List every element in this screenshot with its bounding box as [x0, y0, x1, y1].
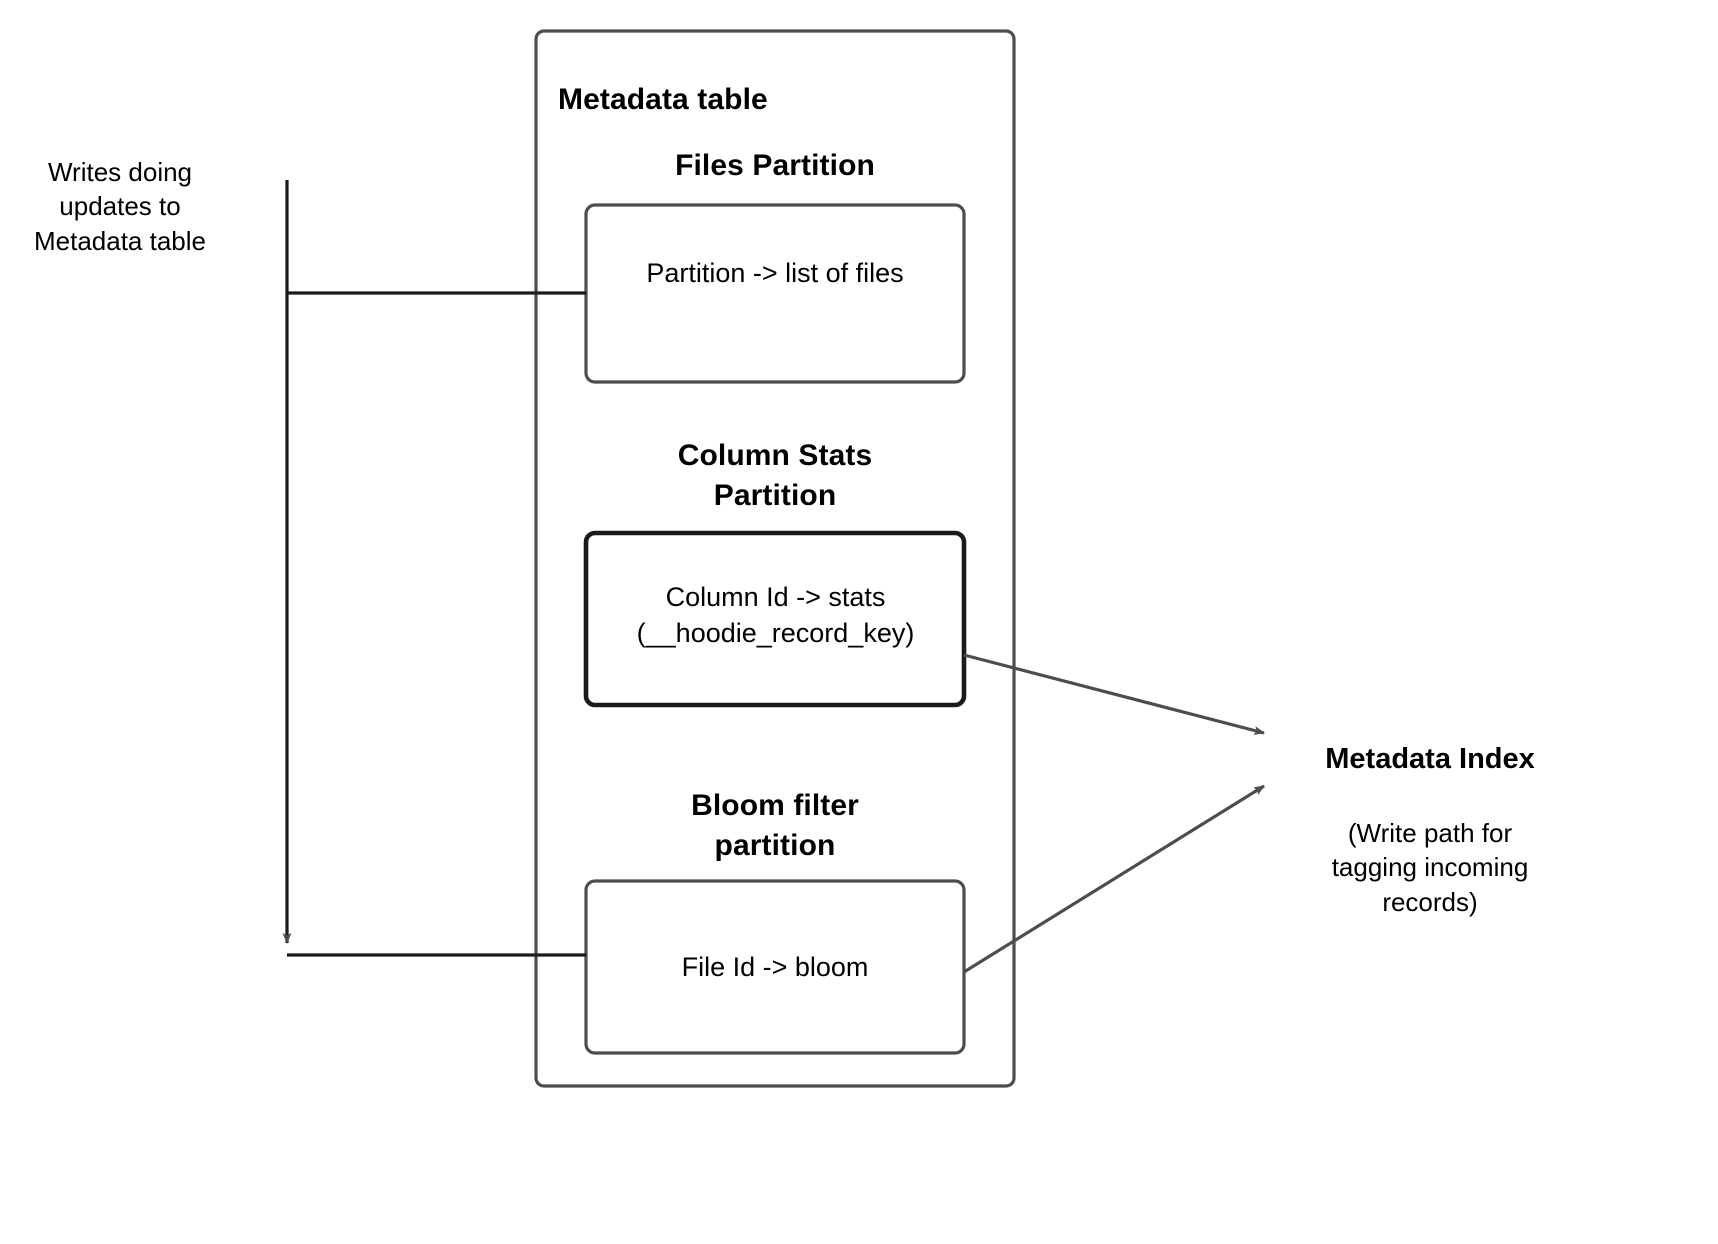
- files-partition-heading: Files Partition: [675, 149, 875, 182]
- writes-annotation-label: Writes doing updates to Metadata table: [33, 157, 206, 256]
- files-partition-box: [584, 203, 966, 384]
- column-stats-partition-body-text: Column Id -> stats (__hoodie_record_key): [636, 582, 915, 648]
- metadata-index-note: (Write path for tagging incoming records…: [1331, 818, 1529, 917]
- column-stats-to-metadata-index-arrow: [963, 653, 1265, 735]
- bloom-filter-partition-body-text: File Id -> bloom: [681, 952, 869, 982]
- metadata-index-title: Metadata Index: [1325, 743, 1535, 775]
- bloom-to-metadata-index-arrow: [963, 784, 1265, 974]
- files-partition-body-text: Partition -> list of files: [646, 258, 904, 288]
- bloom-filter-partition-heading: Bloom filter partition: [691, 789, 859, 862]
- metadata-table-container: [534, 29, 1016, 1088]
- metadata-table-title: Metadata table: [558, 83, 768, 116]
- column-stats-partition-heading: Column Stats Partition: [677, 439, 873, 512]
